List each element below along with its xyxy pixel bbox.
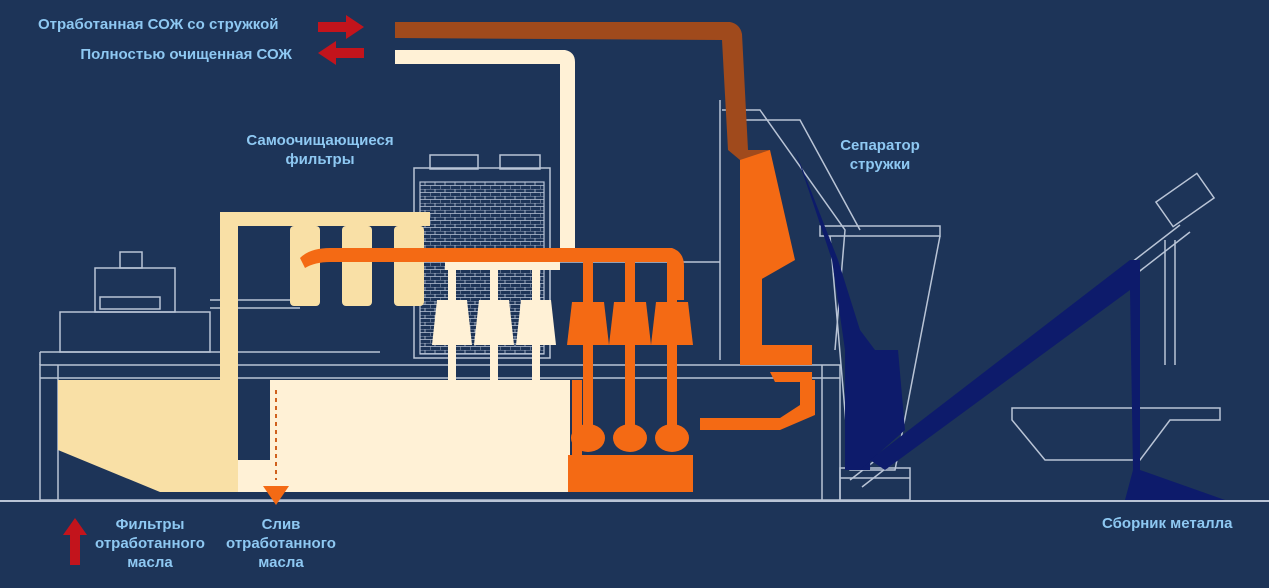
label-used-oil-filters-line-2: отработанного (95, 535, 205, 552)
filter-fluid-flow (58, 212, 430, 492)
label-used-coolant: Отработанная СОЖ со стружкой (38, 16, 279, 33)
label-clean-coolant: Полностью очищенная СОЖ (80, 46, 292, 63)
arrow-up-icon (63, 518, 87, 565)
metal-flow (795, 150, 1225, 500)
label-chip-separator-line-1: Сепаратор (840, 137, 920, 154)
arrow-right-icon (318, 15, 364, 39)
hot-fluid-flow (300, 150, 815, 492)
label-chip-separator-line-2: стружки (849, 156, 911, 173)
label-metal-collector: Сборник металла (1102, 515, 1233, 532)
drain-funnel-icon (263, 486, 289, 505)
label-self-cleaning-filters-line-1: Самоочищающиеся (246, 132, 394, 149)
label-used-oil-filters: Фильтры отработанного масла (85, 515, 215, 572)
label-used-oil-drain-line-2: отработанного (226, 535, 336, 552)
clean-fluid-flow (236, 50, 575, 492)
label-used-oil-filters-line-3: масла (127, 554, 173, 571)
label-used-oil-drain-line-1: Слив (261, 516, 301, 533)
label-self-cleaning-filters-line-2: фильтры (285, 151, 355, 168)
chip-coolant-flow (395, 22, 770, 160)
label-chip-separator: Сепаратор стружки (830, 136, 930, 174)
label-used-oil-filters-line-1: Фильтры (115, 516, 185, 533)
arrow-left-icon (318, 41, 364, 65)
label-used-oil-drain: Слив отработанного масла (216, 515, 346, 572)
label-used-oil-drain-line-3: масла (258, 554, 304, 571)
label-self-cleaning-filters: Самоочищающиеся фильтры (220, 131, 420, 169)
